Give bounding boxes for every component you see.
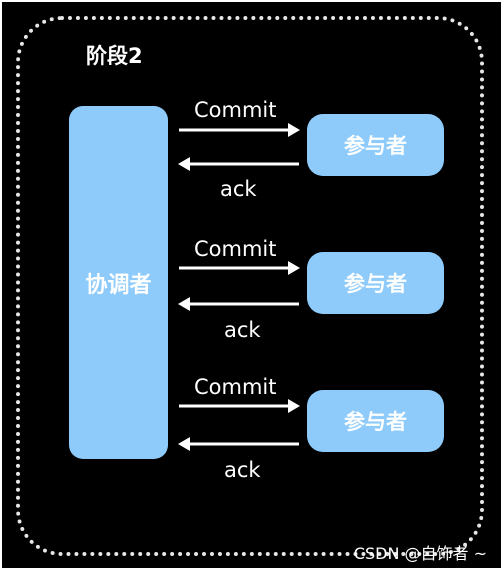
- arrow-right-icon: [179, 399, 300, 413]
- participant-label: 参与者: [344, 272, 407, 296]
- arrow-left-icon: [178, 437, 299, 451]
- phase-boundary: [16, 16, 484, 556]
- participant-node: 参与者: [307, 114, 444, 176]
- watermark: CSDN @自饰者 ~: [353, 544, 487, 563]
- ack-label: ack: [224, 458, 261, 482]
- phase-title: 阶段2: [86, 44, 143, 68]
- participant-label: 参与者: [344, 410, 407, 434]
- arrow-left-icon: [178, 297, 299, 311]
- participant-node: 参与者: [307, 252, 444, 314]
- arrow-left-icon: [178, 157, 299, 171]
- ack-label: ack: [224, 318, 261, 342]
- commit-label: Commit: [194, 98, 277, 122]
- arrow-right-icon: [179, 123, 300, 137]
- commit-label: Commit: [194, 237, 277, 261]
- arrow-right-icon: [179, 261, 300, 275]
- commit-label: Commit: [194, 375, 277, 399]
- ack-label: ack: [220, 177, 257, 201]
- participant-label: 参与者: [344, 134, 407, 158]
- coordinator-label: 协调者: [85, 272, 152, 298]
- coordinator-node: 协调者: [69, 106, 168, 459]
- participant-node: 参与者: [307, 390, 444, 452]
